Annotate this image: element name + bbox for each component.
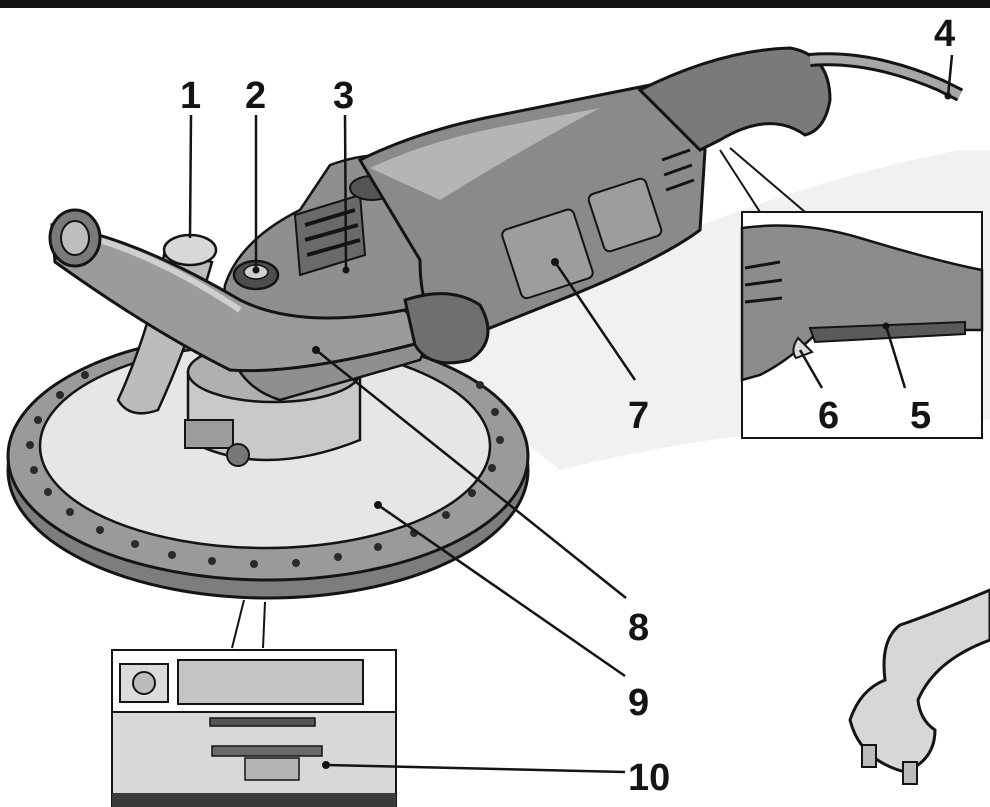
leader-dots (252, 92, 952, 769)
callout-7: 7 (628, 395, 649, 437)
callout-10: 10 (628, 757, 670, 799)
callout-4: 4 (934, 13, 955, 55)
top-border (0, 0, 990, 8)
disc-holes (26, 371, 504, 568)
callout-9: 9 (628, 682, 649, 724)
motor-housing (357, 83, 707, 342)
flange-inset (111, 599, 397, 807)
callout-8: 8 (628, 607, 649, 649)
callout-5: 5 (910, 395, 931, 437)
callout-3: 3 (333, 75, 354, 117)
bow-handle (48, 208, 490, 373)
rear-handle (637, 46, 964, 152)
callout-6: 6 (818, 395, 839, 437)
spanner-wrench (848, 588, 990, 785)
callout-1: 1 (180, 75, 201, 117)
trigger-inset (719, 147, 984, 439)
leader-lines (188, 54, 954, 774)
callout-2: 2 (245, 75, 266, 117)
